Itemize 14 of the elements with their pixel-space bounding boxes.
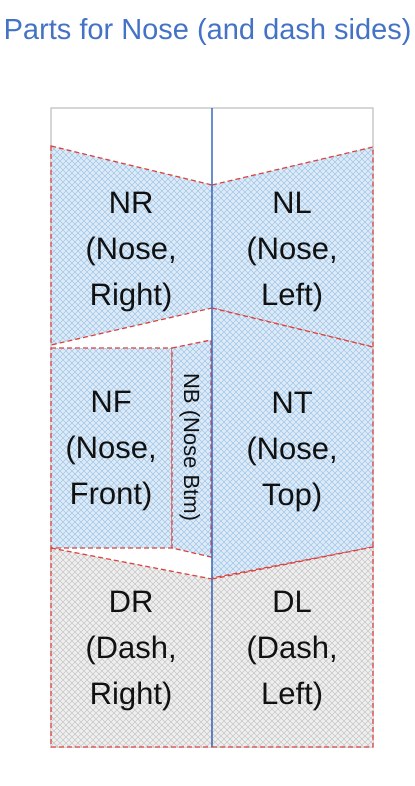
part-region: [51, 348, 172, 548]
part-region: [212, 547, 373, 747]
part-region: [212, 147, 373, 347]
title: Parts for Nose (and dash sides): [2, 13, 412, 48]
part-label: DR (Dash, Right): [84, 583, 178, 713]
part-region: [51, 146, 212, 345]
part-label: NR (Nose, Right): [84, 184, 178, 314]
part-label: NF (Nose, Front): [64, 383, 158, 513]
part-label: NB (Nose Btm): [178, 373, 204, 521]
part-region: [172, 340, 211, 557]
part-label: NL (Nose, Left): [245, 184, 339, 314]
part-label: DL (Dash, Left): [245, 583, 339, 713]
part-label: NT (Nose, Top): [245, 384, 339, 514]
part-region: [51, 548, 212, 747]
